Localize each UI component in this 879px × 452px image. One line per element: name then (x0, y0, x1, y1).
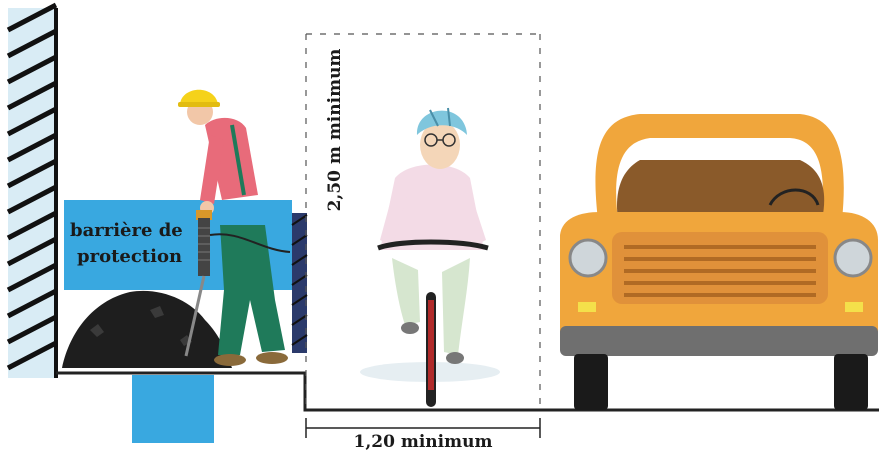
dirt-pile (62, 291, 232, 368)
barrier-post (292, 213, 307, 353)
width-label: 1,20 minimum (354, 432, 493, 452)
trench (132, 375, 214, 443)
barrier-label-line1: barrière de (70, 220, 183, 241)
cyclist (360, 108, 500, 407)
height-label: 2,50 m minimum (325, 49, 345, 212)
car (560, 114, 878, 410)
building-wall (8, 5, 56, 378)
barrier-label-line2: protection (77, 246, 182, 267)
